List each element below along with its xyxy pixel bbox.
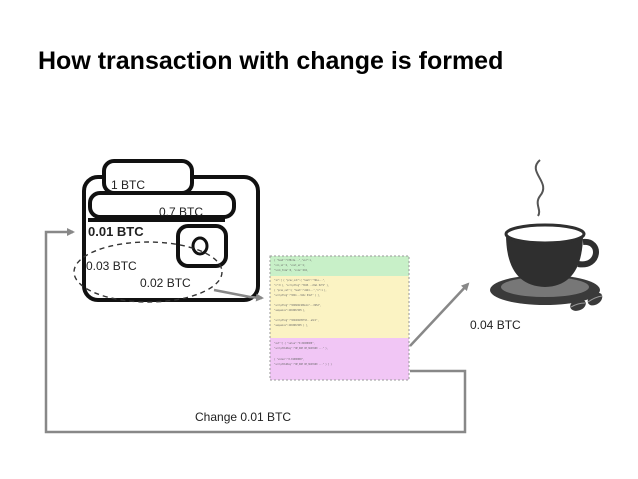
page-title: How transaction with change is formed bbox=[38, 47, 504, 75]
payment-label: 0.04 BTC bbox=[470, 318, 521, 332]
bill-label-mid: 0.7 BTC bbox=[159, 205, 203, 219]
change-label: Change 0.01 BTC bbox=[195, 410, 291, 424]
svg-text:"n":0 }, "scriptSig":"3045...2: "n":0 }, "scriptSig":"3045...22a1 02f1" … bbox=[274, 284, 329, 287]
change-arrow bbox=[44, 228, 467, 434]
payment-arrow bbox=[409, 282, 470, 347]
svg-text:{ "value":"0.01000000",: { "value":"0.01000000", bbox=[274, 358, 304, 361]
selected-coins-outline bbox=[73, 241, 223, 303]
svg-text:"scriptSig":"304402205f3d...a9: "scriptSig":"304402205f3d...a9c1", bbox=[274, 319, 319, 322]
selected-coin-b: 0.02 BTC bbox=[140, 276, 191, 290]
svg-text:"sequence":4294967295 },: "sequence":4294967295 }, bbox=[274, 309, 306, 312]
svg-text:"in":[ { "prev_out":{ "hash":": "in":[ { "prev_out":{ "hash":"7b1e...", bbox=[274, 279, 325, 282]
coffee-cup-icon bbox=[490, 159, 600, 305]
svg-text:"scriptSig":"3046022100e1c7...: "scriptSig":"3046022100e1c7...0b5d", bbox=[274, 304, 321, 307]
svg-text:"vin_sz":2, "vout_sz":2,: "vin_sz":2, "vout_sz":2, bbox=[274, 264, 306, 267]
selected-coin-a: 0.03 BTC bbox=[86, 259, 137, 273]
svg-text:"scriptSig":"3044...91bc 03a7": "scriptSig":"3044...91bc 03a7" } ], bbox=[274, 294, 320, 297]
transaction-document: { "hash":"4f8c2a...","ver":1, "vin_sz":2… bbox=[269, 255, 410, 381]
wallet-icon bbox=[82, 159, 260, 302]
svg-text:"out":[ { "value":"0.04000000": "out":[ { "value":"0.04000000", bbox=[274, 342, 315, 345]
svg-text:"lock_time":0, "size":404,: "lock_time":0, "size":404, bbox=[274, 269, 308, 272]
svg-text:{ "hash":"4f8c2a...","ver":1,: { "hash":"4f8c2a...","ver":1, bbox=[274, 259, 312, 262]
svg-text:"sequence":4294967295 } ],: "sequence":4294967295 } ], bbox=[274, 324, 308, 327]
bill-label-top: 1 BTC bbox=[111, 178, 145, 192]
svg-text:"scriptPubKey":"OP_DUP OP_HASH: "scriptPubKey":"OP_DUP OP_HASH160 ..." }… bbox=[274, 363, 333, 366]
svg-text:{ "prev_out":{ "hash":"a9d4...: { "prev_out":{ "hash":"a9d4...","n":1 }, bbox=[274, 289, 327, 292]
coffee-bean-icon bbox=[570, 292, 603, 311]
selected-coin-main: 0.01 BTC bbox=[88, 224, 144, 239]
input-arrow bbox=[213, 288, 264, 302]
svg-text:"scriptPubKey":"OP_DUP OP_HASH: "scriptPubKey":"OP_DUP OP_HASH160 ..." }… bbox=[274, 347, 328, 350]
